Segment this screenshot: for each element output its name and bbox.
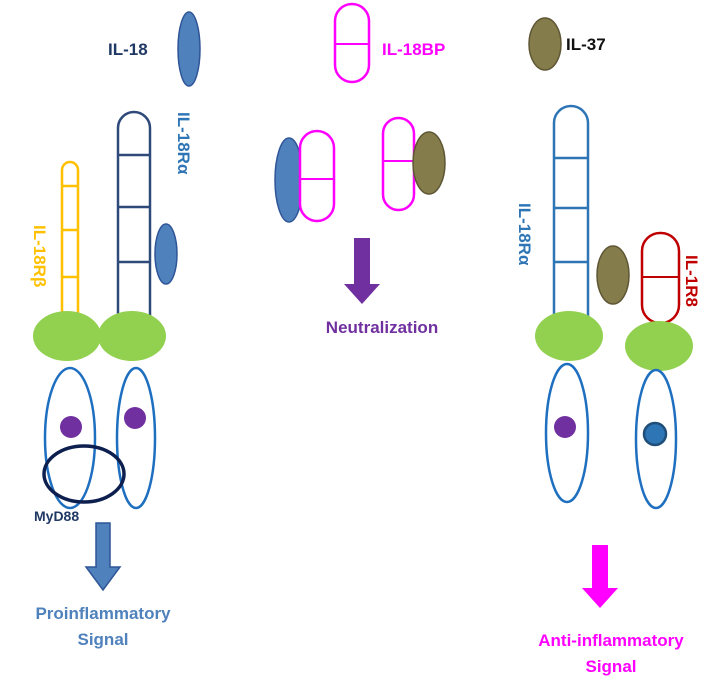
tir-domain-left-1 xyxy=(33,311,101,361)
il18bp-label: IL-18BP xyxy=(382,40,445,59)
tir-domain-right-2 xyxy=(625,321,693,371)
il37-bound-to-bp xyxy=(412,131,446,195)
il18ra-right-label: IL-18Rα xyxy=(515,203,534,266)
antiinflammatory-arrow xyxy=(582,545,618,608)
intracellular-domain-left-1 xyxy=(43,366,97,510)
il37-ligand xyxy=(528,17,562,71)
signal-dot-left-2 xyxy=(124,407,146,429)
il18-ligand xyxy=(177,11,201,87)
intracellular-domain-left-2 xyxy=(115,366,157,510)
signal-dot-right-2 xyxy=(642,421,668,447)
signal-dot-right-1 xyxy=(554,416,576,438)
il1r8-receptor xyxy=(640,231,681,325)
proinflammatory-label-line1: Proinflammatory xyxy=(35,604,171,623)
tir-domain-left-2 xyxy=(98,311,166,361)
myd88-adaptor xyxy=(42,444,126,504)
il18-bound-ligand xyxy=(154,223,178,285)
il18ra-right-receptor xyxy=(552,104,590,330)
tir-domain-right-1 xyxy=(535,311,603,361)
il18-label: IL-18 xyxy=(108,40,148,59)
il18ra-left-label: IL-18Rα xyxy=(174,112,193,175)
proinflammatory-label-line2: Signal xyxy=(77,630,128,649)
il18rb-label: IL-18Rβ xyxy=(30,225,49,287)
il18bp-il18-complex xyxy=(298,129,336,223)
il18rb-receptor xyxy=(60,160,80,330)
il37-label: IL-37 xyxy=(566,35,606,54)
intracellular-domain-right-1 xyxy=(544,362,590,504)
il37-bound-ligand xyxy=(596,245,630,305)
il18ra-left-receptor xyxy=(116,110,152,330)
antiinflammatory-label-line1: Anti-inflammatory xyxy=(538,631,684,650)
il18bp-il37-complex xyxy=(381,116,416,212)
intracellular-domain-right-2 xyxy=(634,368,678,510)
myd88-label: MyD88 xyxy=(34,508,79,524)
signal-dot-left-1 xyxy=(60,416,82,438)
proinflammatory-arrow xyxy=(84,522,122,592)
neutralization-label: Neutralization xyxy=(326,318,438,337)
il1r8-label: IL-1R8 xyxy=(682,255,701,307)
il18bp-legend-shape xyxy=(333,2,371,84)
neutralization-arrow xyxy=(344,238,380,304)
antiinflammatory-label-line2: Signal xyxy=(585,657,636,676)
